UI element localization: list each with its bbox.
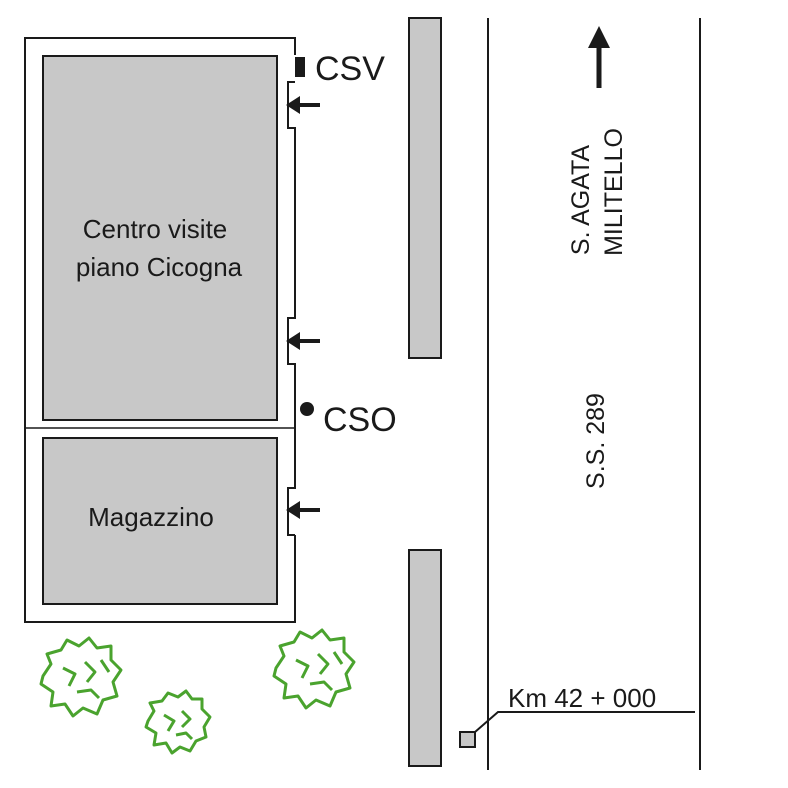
visitor-center-building xyxy=(42,55,278,421)
entrance-arrow-icon xyxy=(286,501,320,519)
km-marker-icon xyxy=(459,731,476,748)
warehouse-label: Magazzino xyxy=(88,502,214,532)
cso-marker-icon xyxy=(300,402,314,416)
csv-label: CSV xyxy=(315,50,385,88)
direction-label-line1: S. AGATA xyxy=(567,145,595,256)
entrance-arrow-icon xyxy=(286,96,320,114)
visitor-center-label-line1: Centro visite xyxy=(83,214,228,244)
direction-arrow-up-icon xyxy=(588,26,610,88)
csv-marker-icon xyxy=(295,57,305,77)
km-marker-leader-line xyxy=(474,711,695,733)
tree-icon xyxy=(39,636,123,718)
cso-label: CSO xyxy=(323,401,397,439)
warehouse-building xyxy=(42,437,278,605)
direction-label-line2: MILITELLO xyxy=(600,128,628,256)
road-median-strip-top xyxy=(408,17,442,359)
entrance-arrow-icon xyxy=(286,332,320,350)
road-name-label: S.S. 289 xyxy=(582,393,610,489)
tree-icon xyxy=(272,628,356,710)
tree-icon xyxy=(144,689,212,755)
km-marker-label: Km 42 + 000 xyxy=(508,683,656,713)
visitor-center-label-line2: piano Cicogna xyxy=(76,252,243,282)
road-median-strip-bottom xyxy=(408,549,442,767)
